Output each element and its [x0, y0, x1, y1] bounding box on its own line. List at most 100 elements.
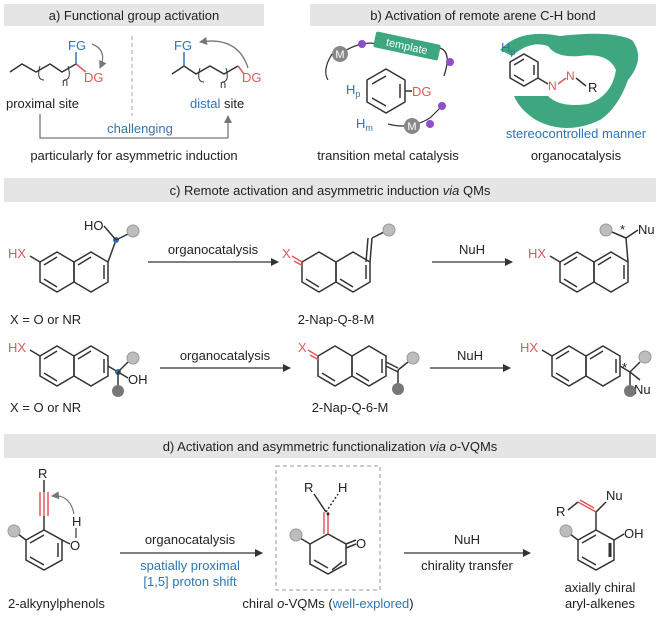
asymmetric-note: particularly for asymmetric induction: [30, 148, 237, 163]
tm-hp: Hp: [346, 82, 360, 99]
c2-hx: HX: [8, 340, 26, 355]
metal-ball-top: [332, 46, 348, 62]
c1-p-hx: HX: [528, 246, 546, 261]
product-oh-bond: [613, 533, 625, 541]
vqm-h-bond: [325, 493, 339, 513]
c2-x-def: X = O or NR: [10, 400, 81, 415]
azo-n1: N: [548, 79, 557, 93]
distal-paren-r: [221, 67, 228, 83]
d1-grey-ball: [7, 524, 21, 538]
proximal-chain: [9, 63, 77, 73]
azo-double: [557, 77, 567, 85]
distal-dg: DG: [242, 70, 262, 85]
vqm-label-post: -VQMs (: [284, 596, 333, 611]
d1-h: H: [72, 514, 81, 529]
c1-hx: HX: [8, 246, 26, 261]
metal-top-tether: [325, 53, 333, 81]
c1-p-hx-bond: [549, 255, 561, 263]
proximal-label: proximal site: [6, 96, 79, 111]
c1-exo-bond-2: [365, 237, 369, 263]
panel-d: d) Activation and asymmetric functionali…: [4, 434, 656, 611]
c2-exo-bond: [385, 365, 399, 373]
proximal-curve-arrow: [91, 43, 107, 69]
vqm-allene-dot: [326, 512, 330, 516]
c2-dark-ball: [112, 385, 124, 397]
c1-qm-grey-ball: [382, 223, 396, 237]
tm-ring-double-3: [371, 97, 387, 107]
azo-n2: N: [566, 69, 575, 83]
vqm-ring-double-1: [313, 559, 329, 569]
vqm-o: O: [356, 536, 366, 551]
panel-d-title-via: via: [429, 439, 446, 454]
panel-b: b) Activation of remote arene C-H bond D…: [310, 4, 656, 163]
vqm-r-bond: [313, 493, 327, 513]
c2-q6-label: 2-Nap-Q-6-M: [312, 400, 389, 415]
organo-caption: organocatalysis: [531, 148, 622, 163]
product-r: R: [556, 504, 565, 519]
distal-label: distal site: [190, 96, 244, 111]
c2-grey-ball: [126, 351, 140, 365]
c1-p-ball-bond: [611, 231, 627, 239]
panel-c-header: [4, 178, 656, 202]
c2-p-nu: Nu: [634, 382, 651, 397]
product-ball-bond: [569, 533, 579, 541]
vqm-co-bond: [345, 539, 357, 545]
c2-qm-dark-ball: [392, 383, 404, 395]
distal-n: n: [220, 79, 226, 91]
vqm-dashed-box: [275, 465, 381, 591]
c2-p-grey-ball: [638, 350, 652, 364]
c2-x-bond: [307, 349, 319, 357]
c1-organo: organocatalysis: [168, 242, 259, 257]
template-dot-2: [446, 58, 454, 66]
panel-c-title-via: via: [443, 183, 460, 198]
c1-x-def: X = O or NR: [10, 312, 81, 327]
c2-p-ball-bond: [629, 361, 641, 373]
panel-c-title: c) Remote activation and asymmetric indu…: [170, 183, 491, 198]
organo-hp-sub: p: [510, 47, 515, 57]
d1-ring-double-1: [29, 534, 45, 544]
c2-exo-bond-2: [385, 361, 399, 369]
organo-r: R: [588, 80, 597, 95]
c1-p-grey-ball: [599, 223, 613, 237]
c2-qm-grey-ball: [406, 351, 420, 365]
d-spatial-1: spatially proximal: [140, 558, 240, 573]
c2-p-stereo-bond: [619, 365, 631, 373]
vqm-label: chiral o-VQMs (well-explored): [242, 596, 413, 611]
vqm-label-o: o: [277, 596, 284, 611]
panel-a-header: [4, 4, 264, 26]
vqm-h: H: [338, 480, 347, 495]
c1-x-bond: [291, 255, 303, 263]
c1-oh-bond: [103, 225, 117, 241]
c1-grey-ball: [126, 224, 140, 238]
product-r-bond: [567, 501, 579, 511]
challenging-bracket: [39, 114, 228, 139]
c2-oh: OH: [128, 372, 148, 387]
tm-hm: Hm: [356, 116, 373, 133]
c2-qm-ball-bond: [397, 361, 409, 371]
vqm-grey-ball: [289, 528, 303, 542]
organo-hp-h: H: [501, 40, 510, 55]
product-label-1: axially chiral: [565, 580, 636, 595]
template-dot-4: [426, 120, 434, 128]
c2-p-star: *: [622, 360, 627, 375]
metal-ball-bottom: [404, 118, 420, 134]
c1-exo-bond: [369, 237, 373, 263]
c2-ball-top-bond: [117, 361, 129, 373]
tm-hm-sub: m: [365, 123, 373, 133]
c1-p-stereo-bond: [625, 237, 629, 263]
d-nuh: NuH: [454, 532, 480, 547]
vqm-label-well: well-explored: [332, 596, 410, 611]
proximal-paren-r: [63, 65, 70, 81]
vqm-label-pre: chiral: [242, 596, 277, 611]
panel-c: c) Remote activation and asymmetric indu…: [4, 178, 656, 415]
c1-qm-ring: [301, 251, 371, 293]
d1-label: 2-alkynylphenols: [8, 596, 105, 611]
d1-o: O: [70, 538, 80, 553]
c1-x-bond-2: [293, 260, 304, 267]
d-organo: organocatalysis: [145, 532, 236, 547]
tm-benzene-ring: [366, 68, 406, 114]
vqm-label-close: ): [409, 596, 413, 611]
vqm-co-bond-2: [345, 543, 357, 549]
